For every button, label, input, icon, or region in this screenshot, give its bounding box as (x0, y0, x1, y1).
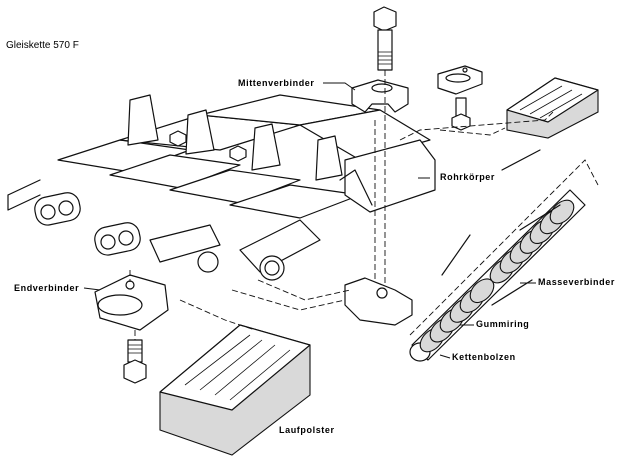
ground-connector-strip (519, 204, 561, 231)
ground-connector-strip (501, 149, 541, 171)
label-rohrkoerper: Rohrkörper (440, 172, 496, 182)
rubber-pad-bottom (159, 324, 311, 456)
track-chain-assembly (7, 94, 436, 281)
label-laufpolster: Laufpolster (279, 425, 335, 435)
ground-connector-strip (441, 234, 471, 276)
label-gummiring: Gummiring (476, 319, 530, 329)
rubber-rings (419, 199, 575, 353)
end-bolt (123, 339, 147, 384)
rubber-pad-top (506, 77, 599, 139)
end-connector (94, 274, 169, 331)
label-masseverbinder: Masseverbinder (538, 277, 615, 287)
label-kettenbolzen: Kettenbolzen (452, 352, 516, 362)
label-mittenverbinder: Mittenverbinder (238, 78, 315, 88)
small-bolt (451, 97, 471, 131)
center-bolt (373, 6, 397, 71)
title: Gleiskette 570 F (6, 40, 79, 51)
center-connector (351, 79, 409, 113)
ground-connector-strip (491, 279, 533, 306)
end-link (94, 222, 141, 256)
rubber-ring (549, 199, 575, 225)
end-link (34, 192, 81, 226)
ground-connectors (441, 149, 561, 306)
label-endverbinder: Endverbinder (14, 283, 80, 293)
center-connector-small (437, 65, 483, 95)
lower-center-connector (344, 277, 413, 326)
assembly-lines (129, 70, 599, 340)
leader-lines (83, 82, 536, 359)
